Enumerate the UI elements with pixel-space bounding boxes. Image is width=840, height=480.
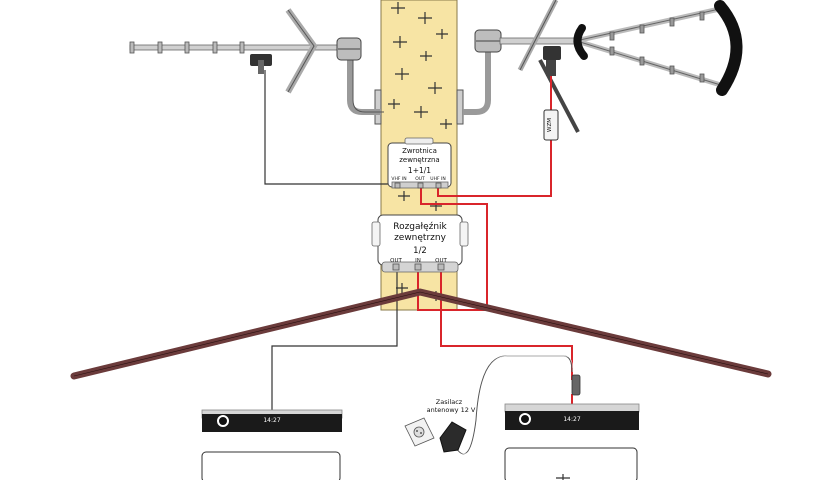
splitter-box: Rozgałęźnik zewnętrzny 1/2 OUT IN OUT bbox=[371, 214, 469, 273]
combiner-ratio: 1+1/1 bbox=[408, 166, 431, 175]
receiver-left-clock: 14:27 bbox=[263, 417, 280, 424]
amplifier-label: WZM bbox=[547, 118, 553, 132]
power-supply: Zasilacz antenowy 12 V bbox=[404, 398, 476, 453]
vhf-antenna bbox=[129, 8, 384, 115]
mast-texture bbox=[388, 2, 452, 301]
power-supply-label-line1: Zasilacz bbox=[436, 398, 463, 406]
splitter-title-line1: Rozgałęźnik bbox=[393, 222, 447, 232]
splitter-port-out-right: OUT bbox=[435, 258, 447, 264]
vhf-cable bbox=[264, 70, 398, 185]
receiver-left: 14:27 bbox=[201, 409, 343, 480]
receiver-right-connector bbox=[571, 374, 581, 396]
splitter-ratio: 1/2 bbox=[413, 246, 427, 256]
combiner-title-line2: zewnętrzna bbox=[399, 156, 439, 164]
tv-right-screen-glyph bbox=[556, 474, 570, 480]
splitter-port-in: IN bbox=[415, 258, 421, 264]
receiver-right-clock: 14:27 bbox=[563, 416, 580, 423]
tv-right bbox=[504, 447, 638, 480]
amplifier: WZM bbox=[543, 109, 559, 141]
combiner-box: Zwrotnica zewnętrzna 1+1/1 VHF IN OUT UH… bbox=[387, 137, 452, 189]
mast-clamp-right bbox=[456, 89, 464, 125]
tv-left bbox=[201, 451, 341, 480]
combiner-to-splitter-cable bbox=[417, 178, 488, 311]
splitter-title-line2: zewnętrzny bbox=[394, 233, 447, 243]
splitter-port-out-left: OUT bbox=[390, 258, 402, 264]
uhf-antenna bbox=[463, 0, 743, 133]
combiner-port-out: OUT bbox=[415, 176, 425, 182]
mast-clamp-left bbox=[374, 89, 382, 125]
combiner-port-uhf: UHF IN bbox=[430, 176, 445, 182]
roof bbox=[70, 288, 772, 380]
receiver-left-power-icon bbox=[217, 415, 229, 427]
power-adapter-icon bbox=[439, 421, 467, 453]
power-supply-label-line2: antenowy 12 V bbox=[427, 406, 476, 414]
combiner-port-vhf: VHF IN bbox=[391, 176, 406, 182]
receiver-right-power-icon bbox=[519, 413, 531, 425]
combiner-title-line1: Zwrotnica bbox=[402, 147, 437, 155]
splitter-left-cable bbox=[271, 262, 398, 410]
receiver-right: 14:27 bbox=[504, 374, 640, 480]
cables bbox=[264, 70, 574, 455]
